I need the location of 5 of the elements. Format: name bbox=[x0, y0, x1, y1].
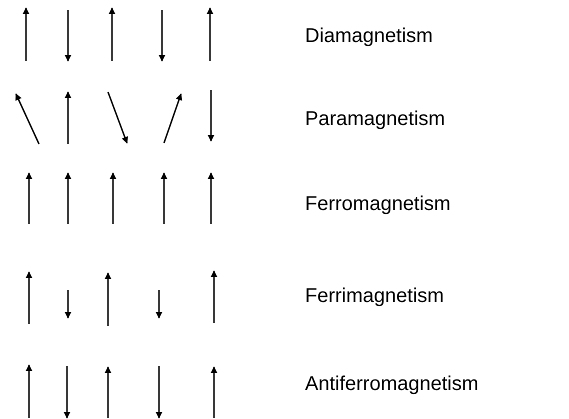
magnetism-type-label: Paramagnetism bbox=[305, 109, 446, 129]
magnetism-type-label: Ferromagnetism bbox=[305, 194, 451, 214]
magnetism-type-label: Diamagnetism bbox=[305, 26, 433, 46]
magnetism-type-label: Antiferromagnetism bbox=[305, 374, 478, 394]
magnetism-type-label: Ferrimagnetism bbox=[305, 286, 444, 306]
